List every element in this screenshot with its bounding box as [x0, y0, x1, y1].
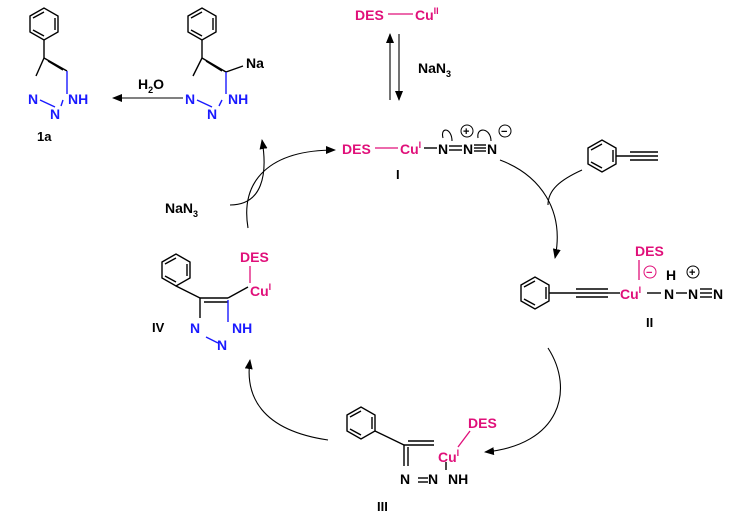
- n-atom: N: [28, 91, 38, 107]
- azide-reagent-top: NaN3: [418, 60, 451, 79]
- nh-group: NH: [448, 471, 468, 487]
- intermediate-ii: DES − CuI H N N + N II: [520, 243, 723, 330]
- phenyl-ring-ii: [520, 276, 550, 310]
- cycle-arrow-to-iii: [484, 347, 561, 456]
- nh-group: NH: [68, 91, 88, 107]
- des-label: DES: [635, 243, 664, 259]
- n-atom: N: [713, 286, 723, 302]
- alkyne-feed-arrow: [547, 169, 583, 206]
- sodium-triazolide: Na N N NH: [185, 7, 264, 122]
- phenylacetylene: [587, 139, 658, 173]
- des-label: DES: [355, 7, 384, 23]
- azide-branch-arrow: [229, 139, 268, 206]
- minus-charge: [498, 124, 512, 138]
- compound-label-1a: 1a: [37, 129, 52, 144]
- intermediate-i: DES CuI N N N + − I: [342, 124, 512, 182]
- nh-group: NH: [232, 320, 252, 336]
- phenyl-ring-alkyne: [587, 139, 617, 173]
- cycle-arrow-to-i: [246, 146, 336, 229]
- n-atom: N: [664, 286, 674, 302]
- intermediate-label-iii: III: [377, 499, 388, 514]
- intermediate-label-i: I: [396, 167, 400, 182]
- n-atom: N: [207, 106, 217, 122]
- cycle-arrow-to-ii: [499, 159, 561, 259]
- svg-text:−: −: [501, 126, 507, 138]
- na-atom: Na: [246, 55, 264, 71]
- n-atom: N: [185, 91, 195, 107]
- copper-two: CuII: [415, 6, 439, 23]
- phenyl-ring-iv: [161, 253, 191, 287]
- n-atom: N: [438, 141, 448, 157]
- svg-text:+: +: [463, 126, 469, 138]
- plus-charge: [460, 124, 474, 138]
- svg-text:−: −: [646, 267, 652, 279]
- des-label: DES: [342, 141, 371, 157]
- cycle-arrow-to-iv: [244, 359, 329, 441]
- n-atom: N: [400, 471, 410, 487]
- phenyl-ring-na: [187, 7, 217, 41]
- nh-group: NH: [228, 91, 248, 107]
- n-atom: N: [190, 320, 200, 336]
- minus-charge: [643, 265, 657, 279]
- intermediate-label-ii: II: [646, 315, 653, 330]
- curly-arrow: [441, 129, 453, 142]
- copper-one: CuI: [620, 285, 641, 302]
- plus-charge: [686, 265, 700, 279]
- n-atom: N: [688, 286, 698, 302]
- n-atom: N: [217, 337, 227, 353]
- n-atom: N: [50, 106, 60, 122]
- curly-arrow: [477, 129, 492, 142]
- product-triazole-1a: N N NH 1a: [28, 7, 88, 144]
- intermediate-iii: CuI DES N N NH III: [346, 406, 497, 514]
- n-atom: N: [463, 141, 473, 157]
- copper-one: CuI: [438, 448, 459, 465]
- copper-one: CuI: [400, 140, 421, 157]
- n-atom: N: [428, 471, 438, 487]
- intermediate-iv: DES CuI N N NH IV: [152, 249, 271, 353]
- phenyl-ring-1a: [29, 7, 59, 41]
- des-copper-two: DES CuII: [355, 6, 439, 23]
- water-reagent: H2O: [138, 76, 164, 95]
- h-atom: H: [666, 267, 676, 283]
- svg-text:+: +: [689, 267, 695, 279]
- des-label: DES: [468, 415, 497, 431]
- intermediate-label-iv: IV: [152, 320, 165, 335]
- n-atom: N: [487, 141, 497, 157]
- phenyl-ring-iii: [346, 406, 376, 440]
- des-label: DES: [240, 249, 269, 265]
- copper-one: CuI: [250, 282, 271, 299]
- azide-reagent-left: NaN3: [165, 200, 198, 219]
